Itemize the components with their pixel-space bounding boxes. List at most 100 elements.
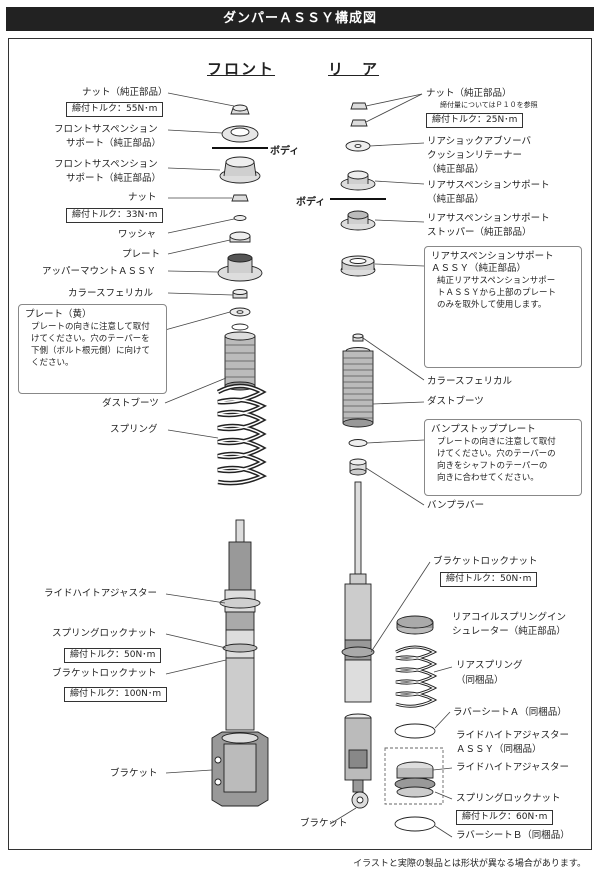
front-washer — [233, 215, 247, 221]
rear-strut — [341, 481, 375, 703]
front-bracket-label: ブラケット — [110, 768, 158, 779]
heading-rear: リ ア — [328, 60, 380, 78]
rear-spring-label-2: （同梱品） — [456, 675, 504, 686]
front-nut2-torque: 締付トルク：33N･m — [66, 208, 164, 223]
front-note-line-1: プレートの向きに注意して取付 — [31, 322, 150, 332]
front-ride-height-label: ライドハイトアジャスター — [44, 588, 157, 599]
rear-rubber-b — [394, 816, 436, 832]
rear-dust-boot — [342, 347, 374, 428]
front-support1-label-1: フロントサスペンション — [54, 124, 158, 135]
front-dust-boot-label: ダストブーツ — [102, 398, 159, 409]
rear-spring-label-1: リアスプリング — [456, 660, 523, 671]
front-support1-label-2: サポート（純正部品） — [66, 138, 162, 149]
front-plate — [229, 231, 251, 243]
rear-stopper-label-2: ストッパー（純正部品） — [427, 227, 532, 238]
rear-body-label: ボディ — [296, 197, 326, 208]
rear-nut-label: ナット（純正部品） — [426, 88, 512, 99]
rear-insulator-label-1: リアコイルスプリングイン — [452, 612, 567, 623]
front-support2-label-2: サポート（純正部品） — [66, 173, 162, 184]
rear-note2-title: バンプストッププレート — [431, 424, 536, 435]
front-bracket — [211, 731, 269, 807]
front-nut2-label: ナット — [128, 192, 157, 203]
rear-support-assy-note: リアサスペンションサポート ＡＳＳＹ（純正部品） 純正リアサスペンションサポー … — [424, 246, 582, 368]
rear-support-label-1: リアサスペンションサポート — [427, 180, 550, 191]
front-support2-label-1: フロントサスペンション — [54, 159, 158, 170]
rear-collar — [352, 333, 364, 342]
rear-bracket-lock-label: ブラケットロックナット — [433, 556, 538, 567]
rear-nut-sub: 締付量についてはＰ１０を参照 — [440, 101, 538, 109]
rear-retainer-label-2: クッションリテーナー — [427, 150, 523, 161]
rear-note1-line-1: 純正リアサスペンションサポー — [437, 276, 556, 286]
front-spring — [216, 383, 268, 486]
rear-dust-boot-label: ダストブーツ — [427, 396, 484, 407]
rear-nut-torque: 締付トルク：25N･m — [426, 113, 524, 128]
rear-note2-line-3: 向きをシャフトのテーパーの — [437, 461, 548, 471]
rear-spring-lock-label: スプリングロックナット — [456, 793, 561, 804]
rear-retainer-label-3: （純正部品） — [427, 164, 485, 175]
rear-note1-line-2: トＡＳＳＹから上部のプレート — [437, 288, 557, 298]
front-strut — [219, 519, 261, 731]
front-nut-top — [230, 104, 250, 115]
rear-bracket — [344, 713, 372, 809]
rear-collar-label: カラースフェリカル — [427, 376, 513, 387]
rear-retainer-label-1: リアショックアブソーバ — [427, 136, 532, 147]
front-collar-label: カラースフェリカル — [68, 288, 154, 299]
front-washer-label: ワッシャ — [118, 229, 157, 240]
front-plate-note: プレート（黄） プレートの向きに注意して取付 けてください。穴のテーパーを 下側… — [18, 304, 167, 394]
rear-ride-height-assy-label-1: ライドハイトアジャスター — [456, 730, 569, 741]
rear-rubber-b-label: ラバーシートＢ（同梱品） — [456, 830, 570, 841]
rear-bump-rubber-label: バンプラバー — [427, 500, 485, 511]
rear-note2-line-1: プレートの向きに注意して取付 — [437, 437, 556, 447]
front-nut-torque: 締付トルク：55N･m — [66, 102, 164, 117]
rear-rubber-a-label: ラバーシートＡ（同梱品） — [453, 707, 567, 718]
rear-ride-height-box — [384, 747, 444, 805]
heading-front: フロント — [207, 60, 276, 78]
front-spring-lock-torque: 締付トルク：50N･m — [64, 648, 162, 663]
rear-retainer — [345, 140, 371, 152]
front-upper-mount-label: アッパーマウントＡＳＳＹ — [42, 266, 157, 277]
front-bump-cap — [231, 323, 249, 331]
rear-note2-line-4: 向きに合わせてください。 — [437, 473, 539, 483]
rear-insulator-label-2: シュレーター（純正部品） — [452, 626, 566, 637]
front-plate-yellow — [229, 307, 251, 317]
rear-nuts — [350, 102, 368, 127]
disclaimer-footnote: イラストと実際の製品とは形状が異なる場合があります。 — [353, 859, 586, 869]
rear-ride-height — [394, 761, 436, 798]
rear-support — [340, 170, 376, 191]
rear-stopper — [340, 210, 376, 231]
front-support-1 — [221, 125, 259, 143]
front-support-2 — [219, 156, 261, 184]
rear-ride-height-assy-label-2: ＡＳＳＹ（同梱品） — [456, 744, 542, 755]
front-note-title: プレート（黄） — [25, 309, 92, 320]
rear-rubber-a — [394, 723, 436, 739]
rear-bracket-label: ブラケット — [300, 818, 348, 829]
front-bracket-lock-label: ブラケットロックナット — [52, 668, 157, 679]
rear-insulator — [396, 615, 434, 635]
rear-note1-title-1: リアサスペンションサポート — [431, 251, 554, 262]
rear-note1-title-2: ＡＳＳＹ（純正部品） — [431, 263, 527, 274]
front-note-line-2: けてください。穴のテーパーを — [31, 334, 150, 344]
front-spring-label: スプリング — [110, 424, 158, 435]
rear-bump-plate — [348, 439, 368, 447]
rear-bump-plate-note: バンプストッププレート プレートの向きに注意して取付 けてください。穴のテーパー… — [424, 419, 582, 496]
rear-support-label-2: （純正部品） — [427, 194, 485, 205]
front-body-label: ボディ — [270, 146, 300, 157]
front-note-line-4: ください。 — [31, 358, 74, 368]
diagram-frame — [8, 38, 592, 850]
rear-note2-line-2: けてください。穴のテーパーの — [437, 449, 556, 459]
rear-bracket-lock-torque: 締付トルク：50N･m — [440, 572, 538, 587]
rear-support-assy — [340, 255, 376, 277]
front-bracket-lock-torque: 締付トルク：100N･m — [64, 687, 168, 702]
rear-ride-height-label: ライドハイトアジャスター — [456, 762, 569, 773]
rear-spring — [395, 645, 438, 708]
page-title: ダンパーＡＳＳＹ構成図 — [6, 7, 594, 31]
leader-lines — [164, 92, 453, 838]
front-upper-mount — [217, 253, 263, 282]
rear-spring-lock-torque: 締付トルク：60N･m — [456, 810, 554, 825]
front-nut-2 — [231, 194, 249, 202]
front-nut-label: ナット（純正部品） — [82, 87, 168, 98]
rear-stopper-label-1: リアサスペンションサポート — [427, 213, 550, 224]
front-collar — [232, 289, 248, 299]
front-dust-boot — [224, 331, 256, 391]
